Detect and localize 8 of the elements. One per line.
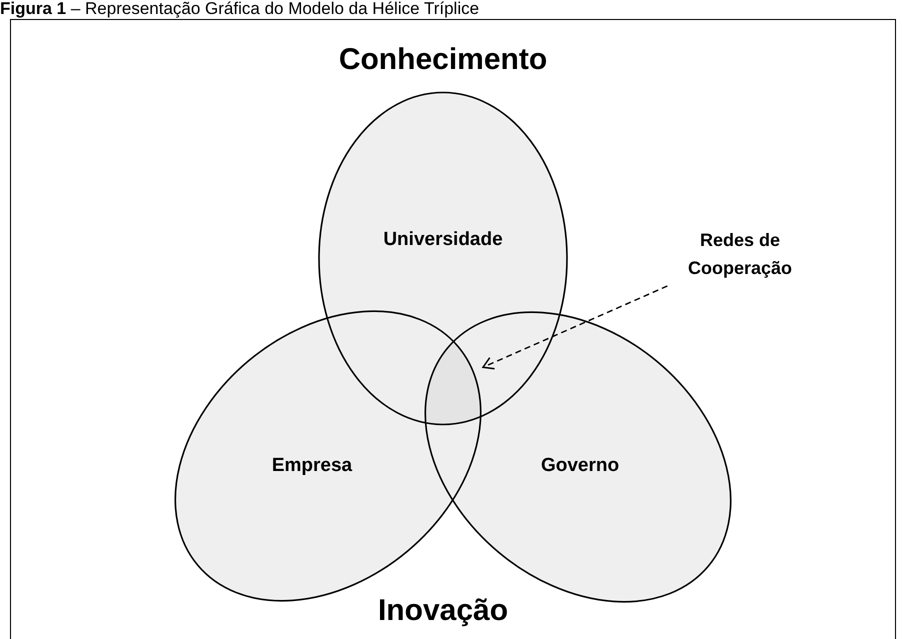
ellipse-label: Governo [540, 455, 620, 477]
axis-label: Conhecimento [338, 43, 548, 77]
ellipse-label: Empresa [272, 455, 352, 477]
ellipse-label: Universidade [383, 229, 503, 251]
axis-label: Inovação [378, 594, 508, 628]
leader-line [482, 285, 668, 370]
callout-text: Redes de Cooperação [670, 226, 810, 282]
figure-title: Figura 1 – Representação Gráfica do Modelo da Hélice Tríplice [0, 0, 480, 17]
